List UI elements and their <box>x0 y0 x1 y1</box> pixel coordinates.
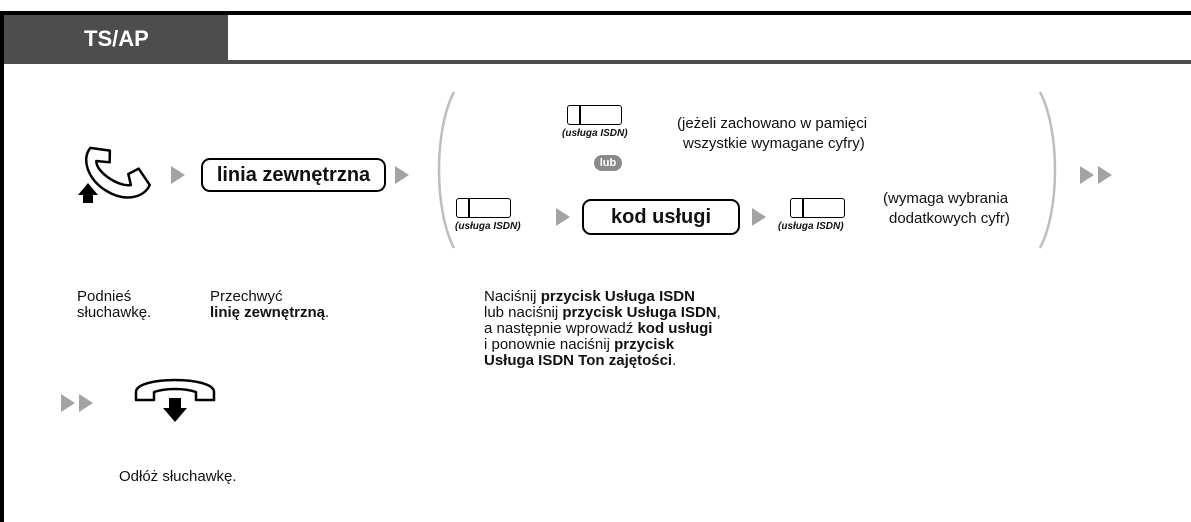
note-extra-digits-line1: (wymaga wybrania <box>883 190 1009 207</box>
header-title: TS/AP <box>4 15 228 63</box>
seize-bold: linię zewnętrzną <box>210 304 326 321</box>
arrow-right-icon <box>752 208 766 226</box>
frame-top-border <box>0 11 1191 15</box>
lift-line1: Podnieś <box>77 288 132 305</box>
handset-off-hook-icon <box>66 143 162 213</box>
press-l5-tail: . <box>672 352 677 369</box>
note-stored-digits-line1: (jeżeli zachowano w pamięci <box>677 115 868 132</box>
isdn-key-caption: (usługa ISDN) <box>778 221 844 232</box>
isdn-service-key <box>790 198 845 218</box>
press-l3-text: a następnie wprowadź <box>484 320 638 337</box>
double-arrow-icon <box>61 394 101 412</box>
press-l2-text: lub naciśnij <box>484 304 563 321</box>
double-arrow-icon <box>1080 166 1120 184</box>
outside-line-key: linia zewnętrzna <box>201 158 386 192</box>
press-l5-bold: Usługa ISDN Ton zajętości <box>484 352 673 369</box>
arrow-right-icon <box>395 166 409 184</box>
press-l4-text: i ponownie naciśnij <box>484 336 615 353</box>
press-l1-text: Naciśnij <box>484 288 541 305</box>
lift-line2: słuchawkę. <box>77 304 152 321</box>
note-extra-digits-line2: dodatkowych cyfr) <box>889 210 1010 227</box>
isdn-key-caption: (usługa ISDN) <box>455 221 521 232</box>
press-l2-bold: przycisk Usługa ISDN <box>562 304 717 321</box>
press-l4-bold: przycisk <box>614 336 675 353</box>
isdn-service-key <box>567 105 622 125</box>
or-badge: lub <box>594 155 622 171</box>
lift-handset-text: Podnieś słuchawkę. <box>77 289 151 321</box>
note-stored-digits-line2: wszystkie wymagane cyfry) <box>683 135 865 152</box>
press-l3-bold: kod usługi <box>637 320 713 337</box>
handset-on-hook-icon <box>130 368 220 424</box>
press-l1-bold: przycisk Usługa ISDN <box>540 288 695 305</box>
seize-line1: Przechwyć <box>210 288 283 305</box>
press-isdn-text: Naciśnij przycisk Usługa ISDN lub naciśn… <box>484 289 721 369</box>
left-parenthesis <box>432 90 458 250</box>
isdn-service-key <box>456 198 511 218</box>
seize-line-text: Przechwyć linię zewnętrzną. <box>210 289 329 321</box>
service-code-label: kod usługi <box>611 206 711 228</box>
isdn-key-caption: (usługa ISDN) <box>562 128 628 139</box>
hang-up-text: Odłóż słuchawkę. <box>119 468 237 485</box>
service-code-key: kod usługi <box>582 199 740 235</box>
right-parenthesis <box>1036 90 1062 250</box>
frame-left-border <box>0 11 4 522</box>
outside-line-label: linia zewnętrzna <box>216 164 371 186</box>
seize-tail: . <box>325 304 330 321</box>
press-l2-tail: , <box>716 304 721 321</box>
header-rule <box>4 60 1191 64</box>
arrow-right-icon <box>171 166 185 184</box>
arrow-right-icon <box>556 208 570 226</box>
